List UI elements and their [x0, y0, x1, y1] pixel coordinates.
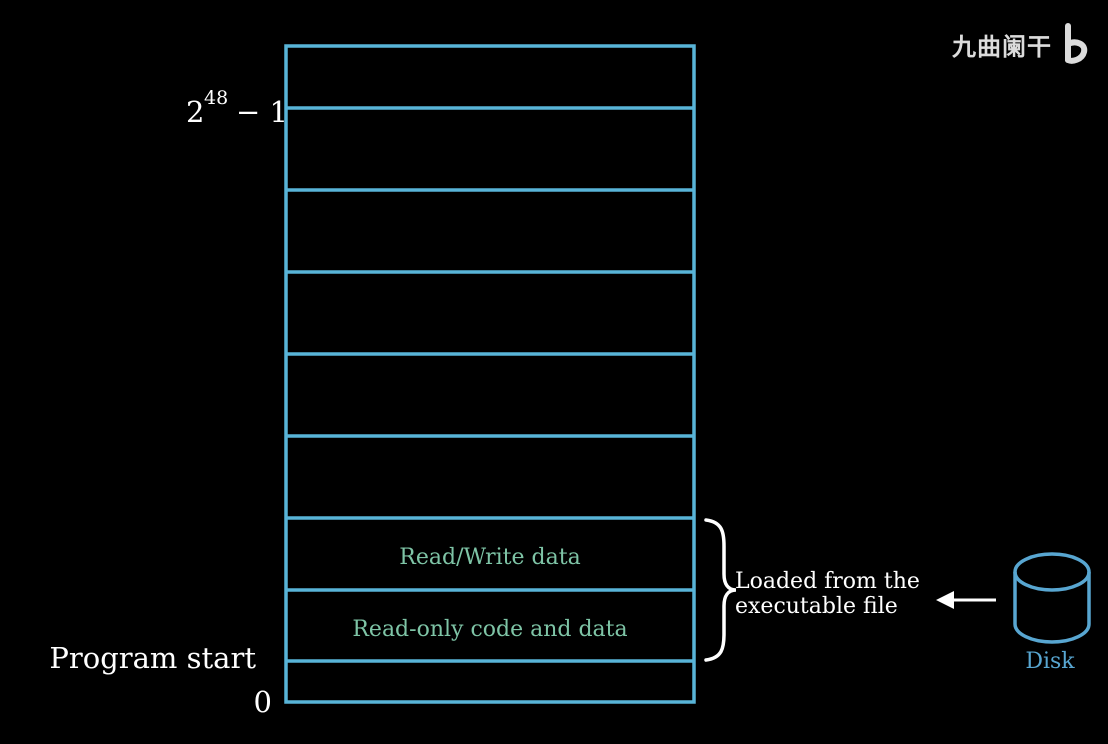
program-start-label: Program start — [49, 641, 256, 675]
address-top-suffix: − 1 — [236, 95, 288, 129]
annotation-line-2: executable file — [735, 594, 898, 619]
address-top-label: 2 48 − 1 — [186, 87, 288, 129]
address-top-exponent: 48 — [204, 87, 228, 109]
watermark: 九曲阑干 — [952, 22, 1088, 66]
arrow-left-icon — [936, 591, 996, 609]
disk-label: Disk — [1025, 649, 1075, 674]
bilibili-b-logo-icon — [1065, 23, 1088, 64]
address-bottom-label: 0 — [254, 685, 272, 719]
address-top-base: 2 — [186, 95, 204, 129]
watermark-text: 九曲阑干 — [952, 32, 1052, 61]
segment-read-write-label: Read/Write data — [399, 545, 580, 570]
segment-read-only-label: Read-only code and data — [352, 617, 627, 642]
memory-outline — [284, 44, 696, 704]
disk-icon — [1013, 552, 1091, 644]
curly-brace-icon — [704, 518, 737, 662]
annotation-line-1: Loaded from the — [735, 569, 920, 594]
memory-block — [284, 44, 696, 704]
